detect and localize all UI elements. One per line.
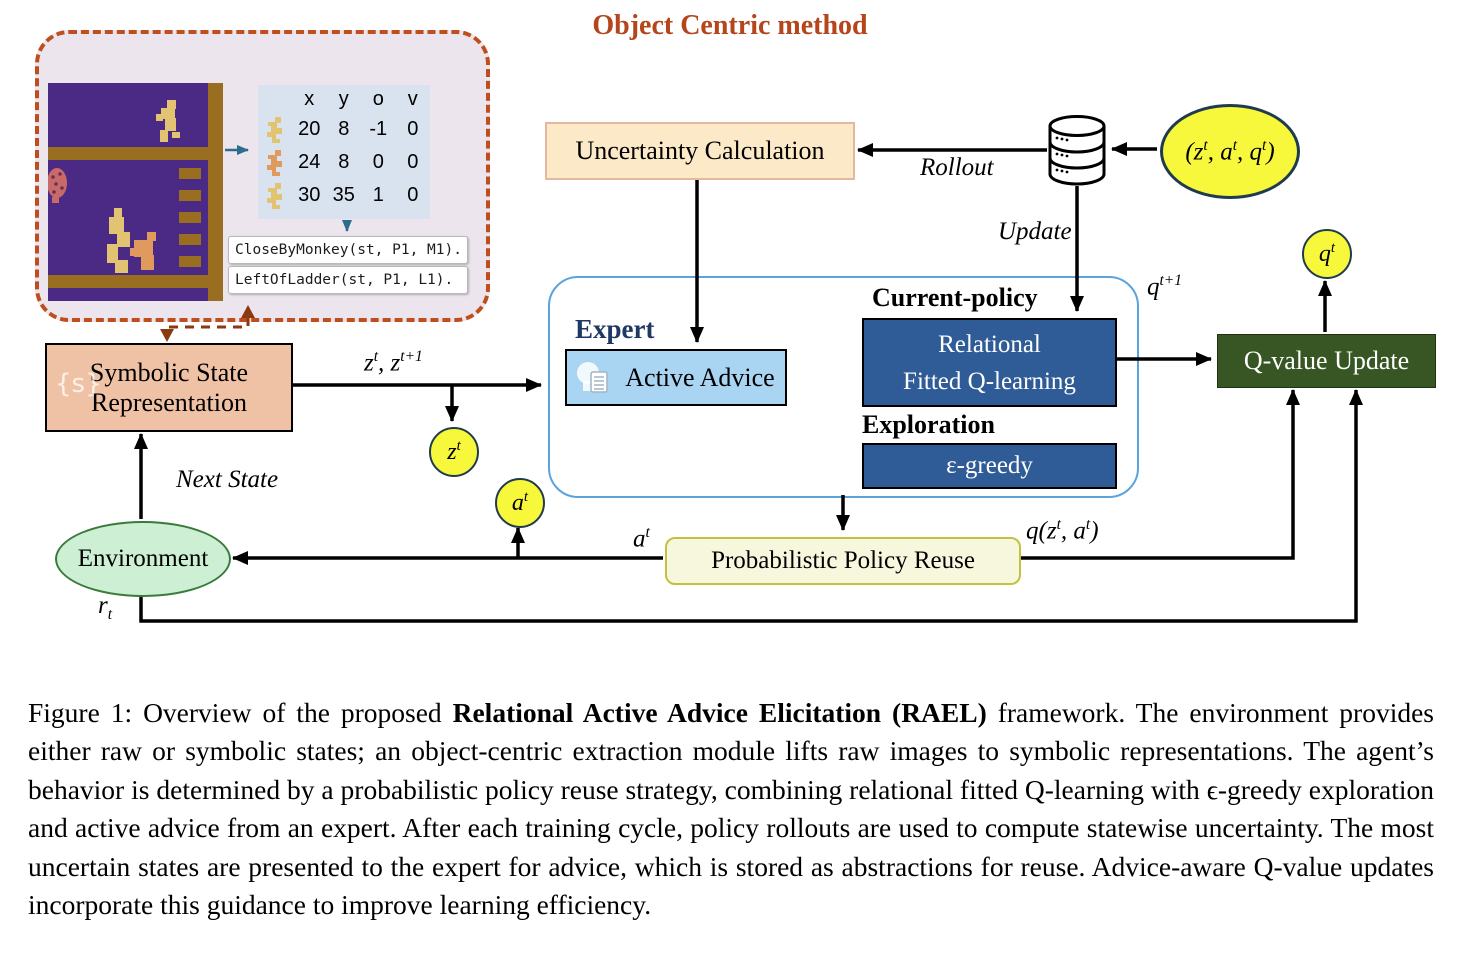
qt1-label: qt+1 bbox=[1147, 272, 1183, 301]
monkey-icon bbox=[267, 116, 282, 143]
figure-caption: Figure 1: Overview of the proposed Relat… bbox=[28, 696, 1435, 921]
probabilistic-policy-reuse-box: Probabilistic Policy Reuse bbox=[665, 537, 1021, 585]
relational-fitted-q-learning-box: Relational Fitted Q-learning bbox=[862, 318, 1117, 407]
zt-node: zt bbox=[429, 427, 479, 477]
table-row: 30 35 1 0 bbox=[258, 179, 430, 212]
object-table-header: x y o v bbox=[258, 85, 430, 113]
q-value-update-box: Q-value Update bbox=[1217, 334, 1436, 388]
zt-zt1-label: zt, zt+1 bbox=[364, 348, 423, 377]
monkey-sprite-bottom-yellow bbox=[107, 208, 130, 273]
monkey-sprite-bottom-orange bbox=[130, 232, 156, 270]
berry-sprite bbox=[48, 168, 67, 203]
game-screenshot bbox=[48, 83, 223, 301]
at-node: at bbox=[495, 478, 545, 528]
epsilon-greedy-box: ε-greedy bbox=[862, 443, 1117, 489]
game-platform-bottom bbox=[48, 275, 223, 288]
next-state-label: Next State bbox=[176, 466, 279, 493]
table-row: 20 8 -1 0 bbox=[258, 113, 430, 146]
predicate-left-of-ladder: LeftOfLadder(st, P1, L1). bbox=[228, 266, 468, 294]
object-centric-title: Object Centric method bbox=[592, 10, 868, 41]
environment-ellipse: Environment bbox=[55, 521, 231, 597]
rt-label: rt bbox=[98, 592, 113, 623]
q-zt-at-label: q(zt, at) bbox=[1026, 516, 1099, 545]
symbolic-state-box: {s} Symbolic State Representation bbox=[45, 343, 293, 432]
exploration-label: Exploration bbox=[862, 410, 995, 439]
monkey-icon bbox=[267, 149, 282, 176]
current-policy-label: Current-policy bbox=[872, 283, 1038, 312]
tuple-ellipse: (zt, at, qt) bbox=[1160, 104, 1300, 199]
uncertainty-calculation-box: Uncertainty Calculation bbox=[545, 122, 855, 180]
col-v: v bbox=[407, 87, 418, 110]
expert-head-icon bbox=[577, 361, 608, 393]
col-o: o bbox=[372, 87, 384, 110]
col-y: y bbox=[338, 87, 349, 110]
object-table: x y o v 20 8 -1 0 24 8 0 0 30 35 1 0 bbox=[258, 85, 430, 219]
caption-bold-title: Relational Active Advice Elicitation (RA… bbox=[452, 696, 987, 728]
col-x: x bbox=[304, 87, 315, 110]
active-advice-box: Active Advice bbox=[565, 349, 787, 406]
expert-label: Expert bbox=[575, 314, 655, 344]
symbolic-state-icon: {s} bbox=[55, 369, 102, 399]
dashed-down-arrowhead bbox=[160, 329, 174, 342]
at-label: at bbox=[633, 524, 650, 553]
monkey-icon bbox=[267, 182, 282, 209]
monkey-sprite-top bbox=[156, 100, 180, 142]
update-label: Update bbox=[998, 218, 1072, 245]
rollout-label: Rollout bbox=[920, 154, 994, 181]
predicate-close-by-monkey: CloseByMonkey(st, P1, M1). bbox=[228, 236, 468, 264]
game-platform-top bbox=[48, 147, 223, 160]
qt-node: qt bbox=[1302, 229, 1352, 279]
game-ladder bbox=[179, 168, 201, 267]
database-icon bbox=[1048, 115, 1106, 186]
table-row: 24 8 0 0 bbox=[258, 146, 430, 179]
game-wall bbox=[208, 83, 223, 301]
predicate-list: CloseByMonkey(st, P1, M1). LeftOfLadder(… bbox=[228, 236, 468, 294]
